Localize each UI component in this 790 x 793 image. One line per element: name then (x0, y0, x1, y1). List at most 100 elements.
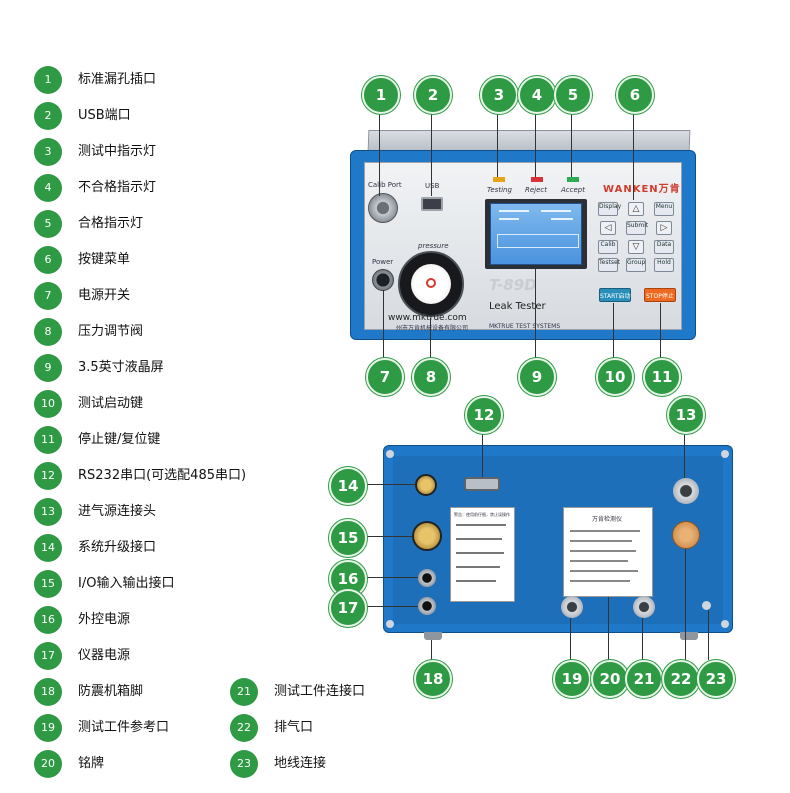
legend-label-15: I/O输入输出接口 (78, 576, 175, 591)
model-label: T-89D (489, 276, 537, 294)
usb-port[interactable] (421, 197, 443, 211)
key-up[interactable]: △ (628, 202, 644, 216)
key-group[interactable]: Group (626, 258, 646, 272)
rs232-port[interactable] (464, 477, 500, 491)
legend-number-22: 22 (230, 714, 258, 742)
key-calib[interactable]: Calib (598, 240, 618, 254)
accept-led (567, 177, 579, 182)
callout-4: 4 (518, 76, 556, 114)
key-right[interactable]: ▷ (656, 221, 672, 235)
legend-number-7: 7 (34, 282, 62, 310)
power-label: Power (372, 258, 394, 266)
legend-number-20: 20 (34, 750, 62, 778)
legend-label-20: 铭牌 (78, 756, 105, 771)
legend-label-23: 地线连接 (274, 756, 327, 771)
callout-14: 14 (329, 467, 367, 505)
rear-panel-face (393, 456, 723, 624)
legend-number-19: 19 (34, 714, 62, 742)
io-port[interactable] (412, 521, 442, 551)
air-inlet-fitting[interactable] (673, 478, 699, 504)
legend-label-10: 测试启动键 (78, 396, 144, 411)
legend-number-13: 13 (34, 498, 62, 526)
callout-6: 6 (616, 76, 654, 114)
key-display[interactable]: Display (598, 202, 621, 216)
website-label: www.mktrue.com (388, 313, 467, 323)
calib-port-label: Calib Port (368, 181, 402, 189)
screw-icon (721, 450, 729, 458)
lcd-screen (490, 203, 582, 265)
callout-8: 8 (412, 358, 450, 396)
legend-number-5: 5 (34, 210, 62, 238)
legend-number-1: 1 (34, 66, 62, 94)
legend-label-17: 仪器电源 (78, 648, 131, 663)
legend-number-2: 2 (34, 102, 62, 130)
calib-port[interactable] (368, 193, 398, 223)
legend-label-11: 停止键/复位键 (78, 432, 161, 447)
legend-label-3: 测试中指示灯 (78, 144, 157, 159)
legend-label-1: 标准漏孔插口 (78, 72, 157, 87)
nameplate: 万肯检测仪 (563, 507, 653, 597)
key-testset[interactable]: Testset (598, 258, 620, 272)
test-port-fitting[interactable] (633, 596, 655, 618)
reference-port-fitting[interactable] (561, 596, 583, 618)
external-power-port[interactable] (418, 569, 436, 587)
brand-logo: WANKEN万肯 (603, 184, 681, 195)
legend-label-6: 按键菜单 (78, 252, 131, 267)
callout-5: 5 (554, 76, 592, 114)
callout-21: 21 (625, 660, 663, 698)
legend-label-4: 不合格指示灯 (78, 180, 157, 195)
key-data[interactable]: Data (654, 240, 674, 254)
legend-label-19: 测试工件参考口 (78, 720, 170, 735)
reject-label: Reject (525, 186, 548, 194)
callout-1: 1 (362, 76, 400, 114)
key-down[interactable]: ▽ (628, 240, 644, 254)
stop-button[interactable] (644, 288, 676, 302)
callout-23: 23 (697, 660, 735, 698)
pressure-knob[interactable] (398, 251, 464, 317)
callout-20: 20 (591, 660, 629, 698)
power-switch[interactable] (372, 269, 394, 291)
key-left[interactable]: ◁ (600, 221, 616, 235)
callout-7: 7 (366, 358, 404, 396)
accept-label: Accept (561, 186, 585, 194)
legend-label-13: 进气源连接头 (78, 504, 157, 519)
stop-label: STOP停止 (646, 293, 674, 300)
legend-label-18: 防震机箱脚 (78, 684, 144, 699)
callout-13: 13 (667, 396, 705, 434)
company-label: 州市万肯机械设备有限公司 (396, 325, 469, 332)
instrument-power-port[interactable] (418, 597, 436, 615)
legend-number-6: 6 (34, 246, 62, 274)
callout-11: 11 (643, 358, 681, 396)
callout-22: 22 (662, 660, 700, 698)
ground-screw[interactable] (702, 601, 711, 610)
key-menu[interactable]: Menu (654, 202, 674, 216)
callout-2: 2 (414, 76, 452, 114)
exhaust-port[interactable] (672, 521, 700, 549)
legend-number-17: 17 (34, 642, 62, 670)
callout-16: 16 (329, 560, 367, 598)
start-button[interactable] (599, 288, 631, 302)
callout-9: 9 (518, 358, 556, 396)
legend-number-9: 9 (34, 354, 62, 382)
knob-logo-icon (426, 278, 436, 288)
legend-number-3: 3 (34, 138, 62, 166)
legend-label-12: RS232串口(可选配485串口) (78, 468, 247, 483)
key-submit[interactable]: Submit (626, 221, 648, 235)
legend-label-7: 电源开关 (78, 288, 131, 303)
pressure-label: pressure (418, 242, 449, 250)
screw-icon (386, 450, 394, 458)
legend-number-11: 11 (34, 426, 62, 454)
legend-number-4: 4 (34, 174, 62, 202)
systems-label: MKTRUE TEST SYSTEMS (489, 323, 561, 330)
legend-number-23: 23 (230, 750, 258, 778)
front-case-top (367, 130, 691, 152)
screw-icon (721, 620, 729, 628)
legend-number-16: 16 (34, 606, 62, 634)
system-upgrade-port[interactable] (415, 474, 437, 496)
legend-label-5: 合格指示灯 (78, 216, 144, 231)
key-hold[interactable]: Hold (654, 258, 674, 272)
callout-12: 12 (465, 396, 503, 434)
usb-label: USB (425, 182, 440, 190)
legend-label-14: 系统升级接口 (78, 540, 157, 555)
legend-label-9: 3.5英寸液晶屏 (78, 360, 164, 375)
